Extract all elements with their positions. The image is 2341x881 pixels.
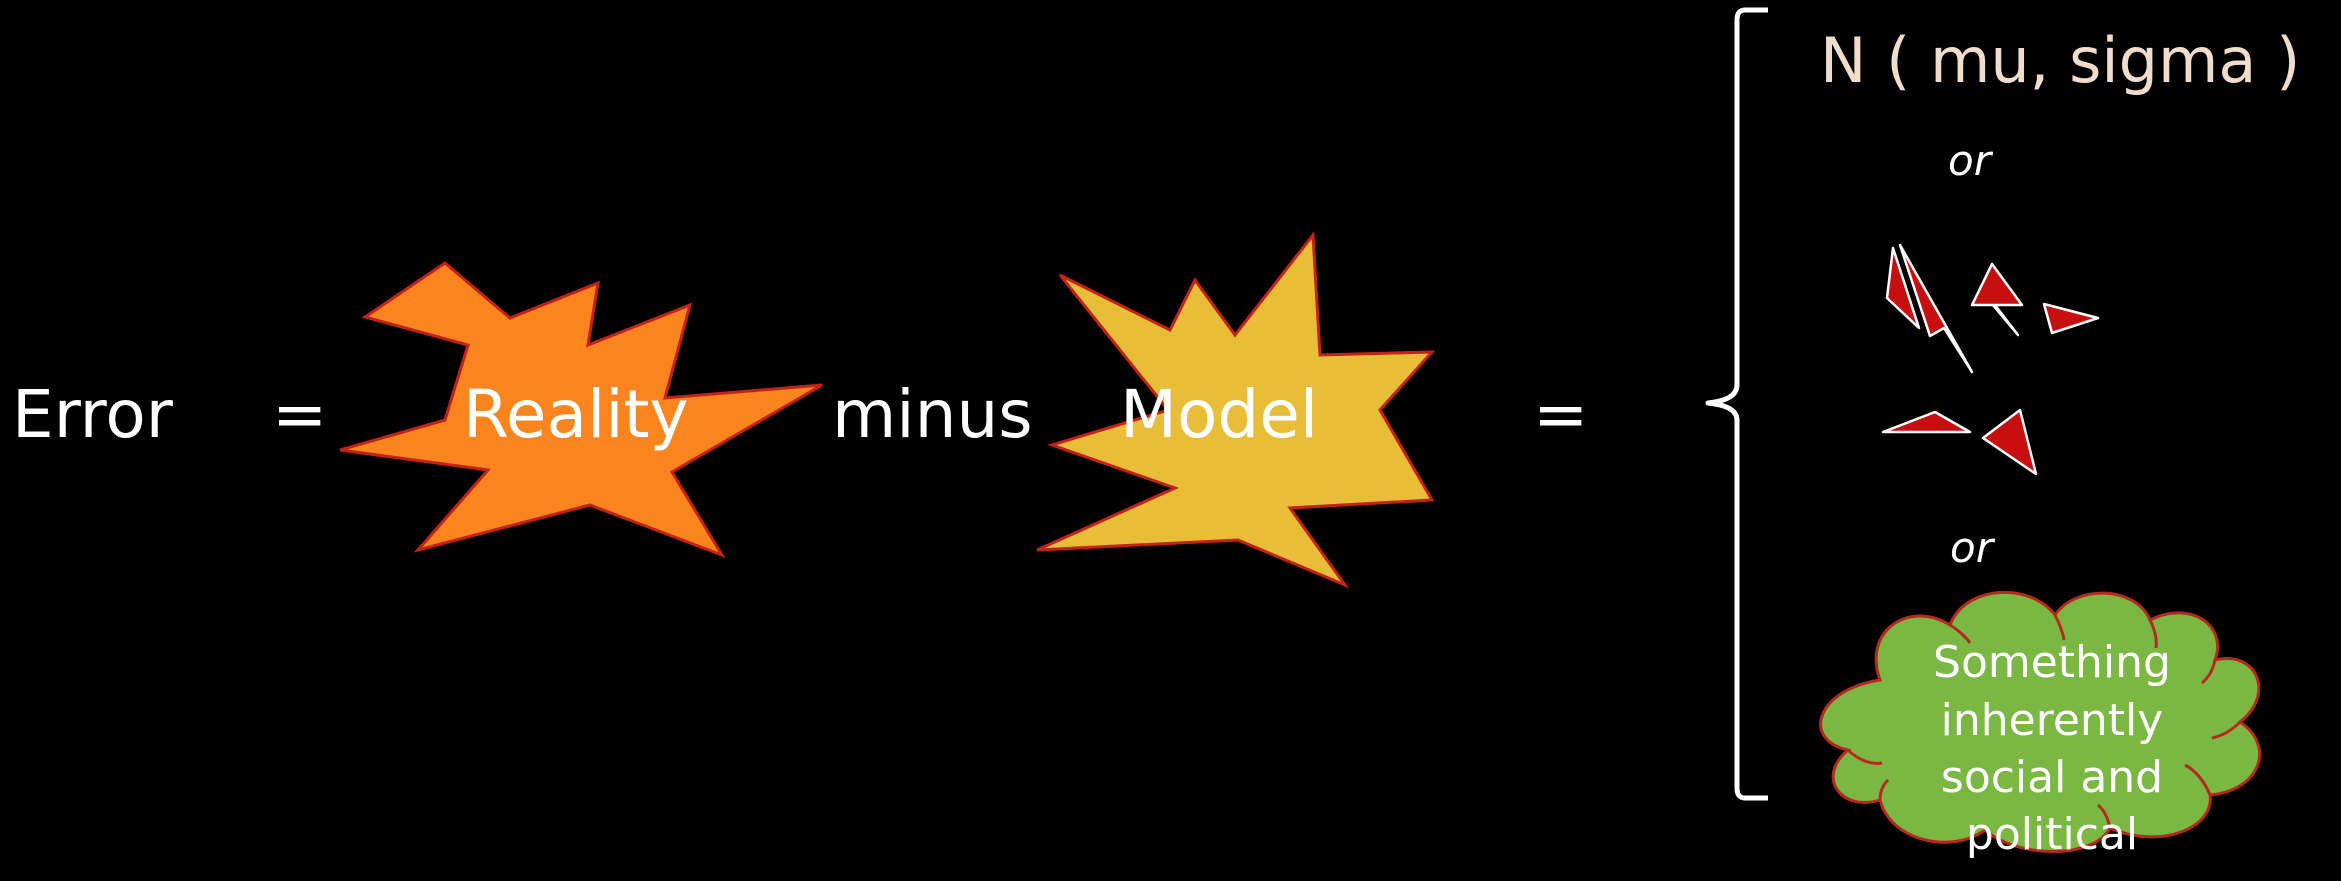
error-label: Error: [12, 376, 174, 453]
minus-label: minus: [832, 376, 1033, 453]
curly-brace-icon: [1705, 7, 1768, 801]
reality-label: Reality: [463, 376, 689, 453]
cloud-line-3: social and: [1941, 752, 2163, 803]
cloud-line-1: Something: [1933, 637, 2171, 688]
or-label-2: or: [1950, 523, 1996, 572]
reality-burst-icon: [339, 261, 823, 558]
normal-distribution-label: N ( mu, sigma ): [1820, 24, 2300, 97]
cloud-creases-icon: [1846, 614, 2242, 829]
model-burst-icon: [1036, 230, 1436, 589]
triangle-shards-icon: [1881, 243, 2100, 476]
model-label: Model: [1120, 376, 1318, 453]
equals-sign-2: =: [1533, 376, 1588, 453]
cloud-line-4: political: [1966, 809, 2138, 860]
equals-sign-1: =: [272, 376, 327, 453]
cloud-line-2: inherently: [1941, 695, 2164, 746]
or-label-1: or: [1948, 136, 1994, 185]
cloud: [1819, 590, 2261, 853]
